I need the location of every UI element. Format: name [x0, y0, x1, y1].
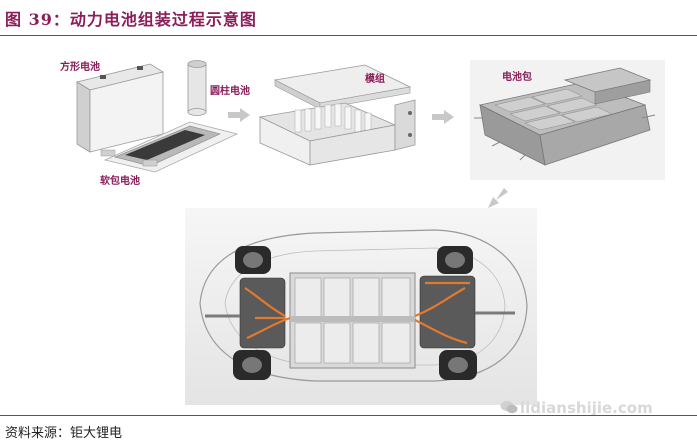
battery-pack-illustration [470, 60, 665, 180]
label-prismatic: 方形电池 [60, 62, 100, 73]
label-module: 模组 [365, 74, 385, 85]
figure-title: 图 39：动力电池组装过程示意图 [5, 10, 257, 29]
bottom-divider [0, 415, 697, 416]
watermark-text: lidianshijie.com [520, 399, 653, 417]
pouch-cell-shape [100, 121, 239, 173]
cylindrical-cell-shape [187, 60, 207, 116]
vehicle-chassis-illustration [185, 208, 537, 405]
label-pouch: 软包电池 [100, 176, 140, 187]
prismatic-cell-shape [75, 63, 165, 153]
arrow-down-left-icon [488, 188, 508, 208]
wechat-icon [500, 400, 518, 414]
label-pack: 电池包 [502, 72, 532, 83]
label-cylindrical: 圆柱电池 [210, 86, 250, 97]
arrow-right-icon [228, 108, 250, 122]
top-divider [0, 35, 697, 36]
module-illustration [255, 55, 425, 175]
source-note: 资料来源：钜大锂电 [5, 426, 123, 441]
arrow-right-icon-2 [432, 110, 454, 124]
cells-illustration [55, 42, 250, 187]
